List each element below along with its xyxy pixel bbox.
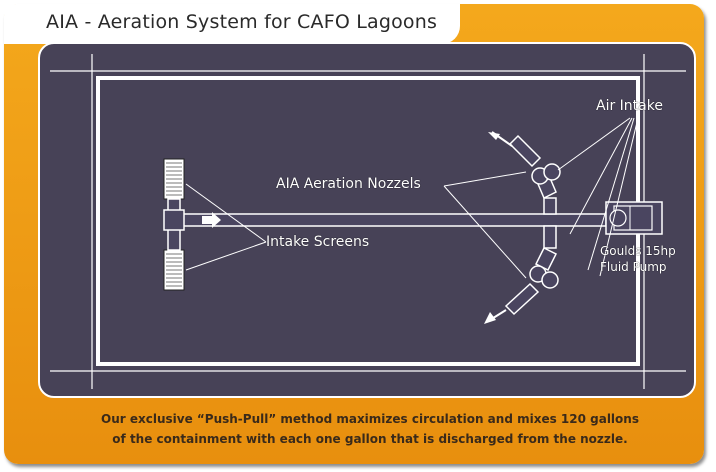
air-intake-leader-lines xyxy=(557,117,639,277)
lower-nozzle-assembly xyxy=(504,225,559,316)
pump-label-line2: Fluid Pump xyxy=(600,260,667,274)
upper-spray-arrow-icon xyxy=(488,132,500,140)
upper-spray-arrow-shaft xyxy=(491,131,513,147)
lower-spray-arrow-icon xyxy=(484,312,496,324)
caption: Our exclusive “Push-Pull” method maximiz… xyxy=(60,409,680,449)
nozzles-label: AIA Aeration Nozzels xyxy=(276,176,421,192)
nozzle-leader-lines xyxy=(443,171,527,279)
pump-label-line1: Goulds 15hp xyxy=(600,244,676,258)
intake-screen-bottom xyxy=(163,249,185,291)
air-intake-label: Air Intake xyxy=(596,98,663,114)
caption-line-2: of the containment with each one gallon … xyxy=(112,432,628,446)
caption-line-1: Our exclusive “Push-Pull” method maximiz… xyxy=(101,412,639,426)
screen-leader-lines xyxy=(185,183,267,271)
aeration-diagram xyxy=(50,54,686,389)
diagram-panel: Air Intake AIA Aeration Nozzels Intake S… xyxy=(38,42,696,398)
lower-spray-arrow-shaft xyxy=(489,309,507,321)
intake-screens-label: Intake Screens xyxy=(266,234,370,250)
upper-nozzle-assembly xyxy=(508,134,561,215)
flow-arrow-icon xyxy=(202,212,221,228)
page-title: AIA - Aeration System for CAFO Lagoons xyxy=(46,11,438,33)
lagoon-guide-lines xyxy=(50,54,686,389)
manifold-tee xyxy=(163,209,185,231)
title-tab xyxy=(4,4,460,44)
intake-screen-top xyxy=(163,158,185,200)
pump-icon xyxy=(605,201,663,235)
